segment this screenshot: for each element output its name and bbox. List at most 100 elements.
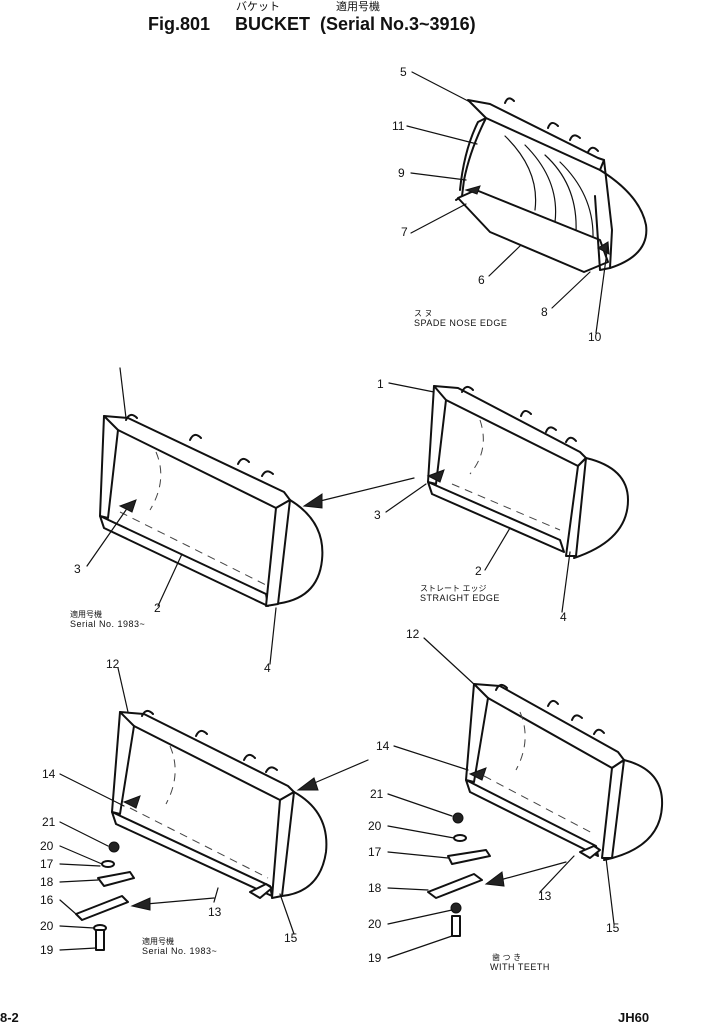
bucket-right-side (601, 759, 625, 859)
reference-arrow-head (302, 493, 323, 509)
bucket-shell (599, 169, 648, 269)
leader-lines (59, 667, 295, 951)
bucket-spade-nose: 5 11 9 7 6 8 10 ス ヌ SPADE NOSE EDGE (392, 65, 648, 344)
tooth-part (75, 895, 129, 921)
caption-serial-kanji: 適用号機 (142, 936, 174, 946)
bucket-shell (273, 499, 324, 605)
reference-arrow-shaft (311, 759, 369, 785)
callout-5: 5 (400, 65, 407, 79)
callout-8: 8 (541, 305, 548, 319)
caption-teeth-kana: 歯 つ き (492, 952, 521, 962)
bucket-top-rail (473, 683, 625, 769)
callout-9: 9 (398, 166, 405, 180)
footer: 8-2 JH60 (0, 1010, 649, 1025)
bucket-left-side (99, 415, 119, 519)
model-code: JH60 (618, 1010, 649, 1025)
reference-arrow-head (296, 777, 319, 791)
bucket-teeth-1983: 12 14 21 20 17 18 16 20 19 13 15 適用号機 Se… (40, 657, 328, 957)
bucket-hidden-edges (451, 419, 561, 531)
serial-range: (Serial No.3~3916) (320, 14, 476, 34)
callout-16: 16 (40, 893, 54, 907)
callout-19: 19 (368, 951, 382, 965)
bucket-straight-edge-1983: 3 2 4 適用号機 Serial No. 1983~ (70, 367, 324, 675)
tooth-part (427, 873, 483, 899)
bucket-left-side (465, 683, 489, 783)
callout-4: 4 (560, 610, 567, 624)
caption-with-teeth: WITH TEETH (490, 962, 550, 972)
caption-serial-kanji: 適用号機 (70, 609, 102, 619)
caption-spade-nose-edge: SPADE NOSE EDGE (414, 318, 507, 328)
side-cutter (426, 469, 445, 483)
washer-part (453, 834, 467, 842)
bucket-right-side (271, 791, 295, 899)
caption-serial: Serial No. 1983~ (70, 619, 145, 629)
cutting-edge (111, 811, 273, 897)
bucket-top-rail (119, 711, 295, 801)
callout-13: 13 (208, 905, 222, 919)
straight-cutting-edge (427, 481, 565, 553)
bucket-hinge-bosses (495, 684, 605, 735)
side-cutter (118, 499, 137, 513)
callout-12: 12 (106, 657, 120, 671)
bucket-top-rail (467, 99, 605, 171)
callout-3: 3 (374, 508, 381, 522)
serial-kanji: 適用号機 (336, 0, 380, 13)
figure-number: Fig.801 (148, 14, 210, 34)
caption-straight-edge: STRAIGHT EDGE (420, 593, 500, 603)
bucket-right-side (594, 159, 613, 271)
bucket-top-rail (433, 385, 587, 467)
bucket-left-side (427, 385, 447, 485)
adapter-part (447, 849, 491, 865)
tooth-adapter (579, 845, 601, 859)
header: Fig.801 BUCKET バケット 適用号機 (Serial No.3~39… (148, 0, 476, 34)
callout-18: 18 (40, 875, 54, 889)
tooth-arrow-shaft (499, 861, 567, 881)
leader-lines (86, 509, 277, 665)
bucket-hinge-bosses (461, 386, 577, 443)
bucket-left-side (455, 117, 487, 201)
bucket-hidden-edges (483, 711, 595, 835)
callout-14: 14 (42, 767, 56, 781)
callout-20: 20 (368, 917, 382, 931)
bucket-hidden-edges (129, 745, 269, 879)
bucket-shell (281, 791, 328, 897)
bolt-part (95, 929, 105, 951)
lock-washer-part (452, 812, 464, 824)
reference-arrow-shaft (315, 477, 415, 503)
callout-20: 20 (40, 839, 54, 853)
callout-18: 18 (368, 881, 382, 895)
side-cutter-left (464, 185, 481, 195)
callout-2: 2 (475, 564, 482, 578)
callout-17: 17 (368, 845, 382, 859)
callout-13: 13 (538, 889, 552, 903)
callout-12: 12 (406, 627, 420, 641)
leader-lines (387, 637, 615, 959)
callout-7: 7 (401, 225, 408, 239)
adapter-part (97, 871, 135, 887)
callout-11: 11 (392, 119, 405, 133)
page-number: 8-2 (0, 1010, 19, 1025)
bucket-top-rail (103, 415, 291, 509)
caption-serial: Serial No. 1983~ (142, 946, 217, 956)
callout-17: 17 (40, 857, 54, 871)
bucket-ribs (504, 135, 594, 239)
callout-10: 10 (588, 330, 602, 344)
bucket-hinge-bosses (125, 414, 274, 477)
callout-20: 20 (368, 819, 382, 833)
lifting-line (119, 367, 127, 419)
callout-20: 20 (40, 919, 54, 933)
bolt-part (451, 915, 461, 937)
bucket-left-side (111, 711, 135, 815)
side-cutter (468, 767, 487, 781)
callout-3: 3 (74, 562, 81, 576)
bucket-shell (603, 759, 664, 861)
tooth-arrow-head (130, 897, 151, 911)
callout-19: 19 (40, 943, 54, 957)
callout-15: 15 (606, 921, 620, 935)
bucket-shell (573, 457, 629, 559)
callout-14: 14 (376, 739, 390, 753)
washer-lower-part (450, 902, 462, 914)
leader-lines (406, 71, 609, 334)
bucket-hinge-bosses (504, 97, 599, 153)
